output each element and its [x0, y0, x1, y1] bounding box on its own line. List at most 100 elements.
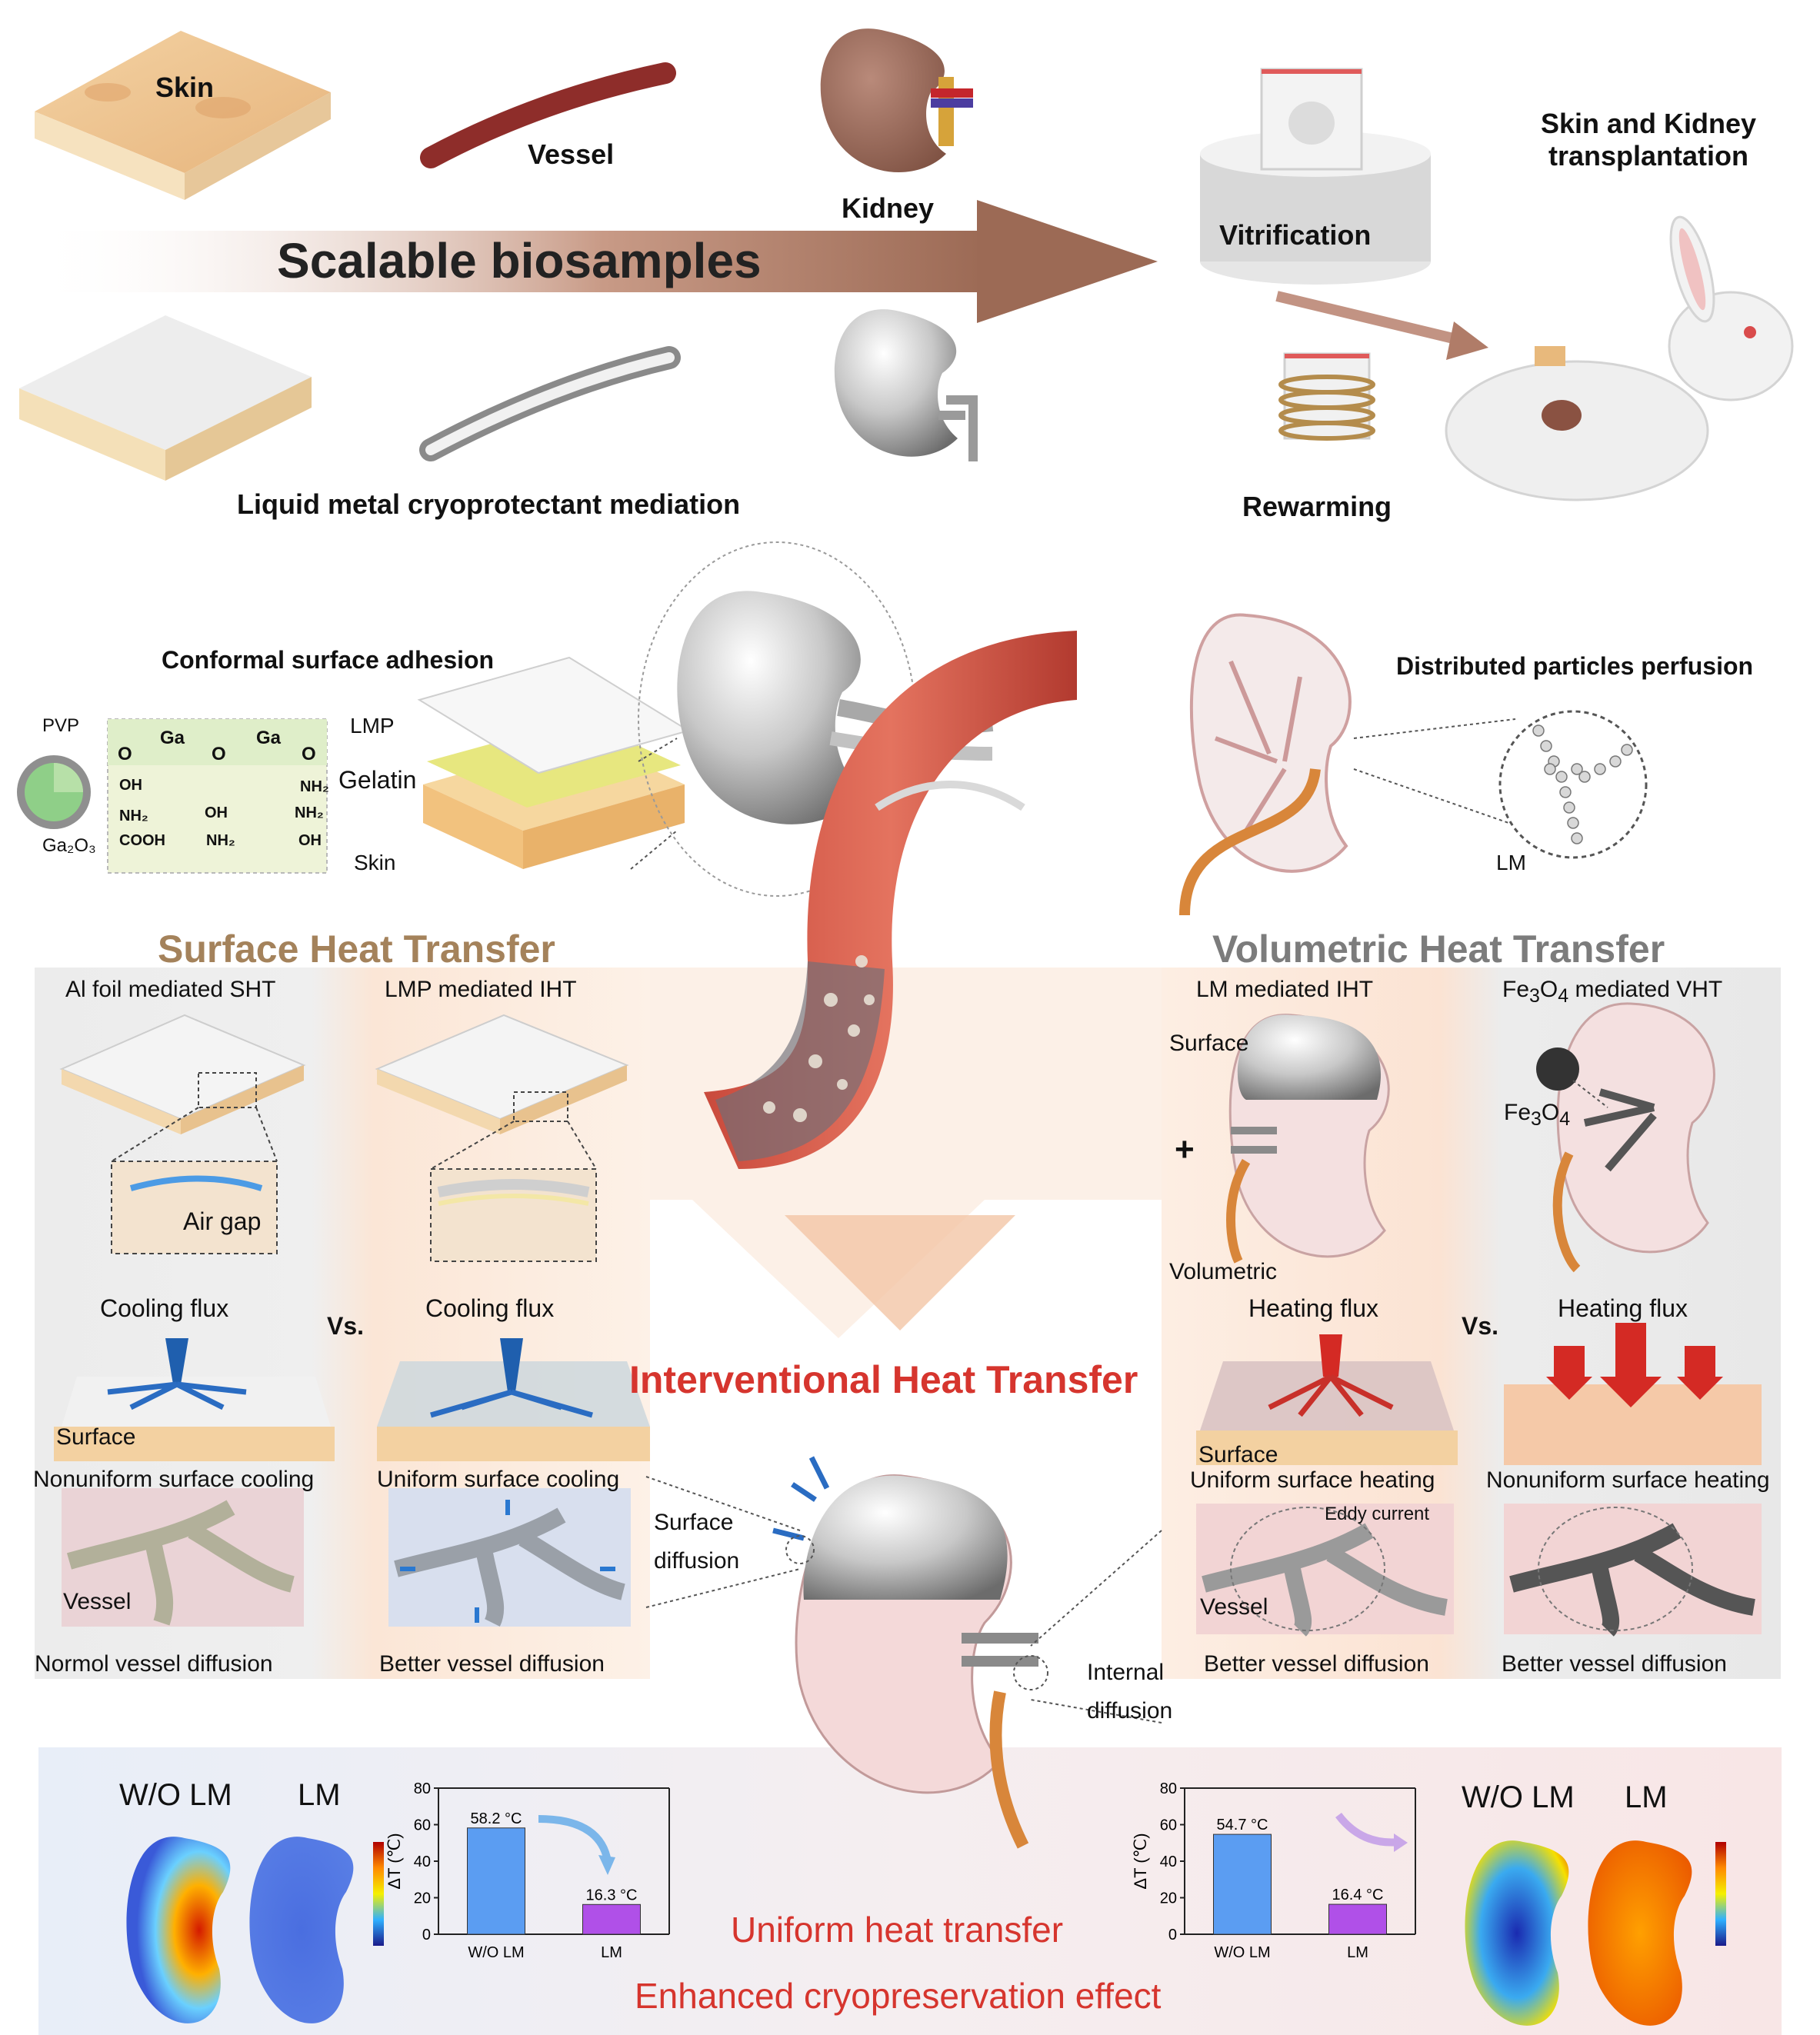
- sht-title: Surface Heat Transfer: [158, 928, 555, 971]
- heating-flux-label-1: Heating flux: [1248, 1294, 1378, 1322]
- o-label-1: O: [118, 744, 132, 764]
- silver-kidney-small-illustration: [834, 309, 958, 457]
- transplant-line-1: Skin and Kidney: [1540, 108, 1757, 139]
- y-tick-label: 0: [422, 1927, 431, 1943]
- colorbar-left: [373, 1842, 384, 1946]
- nh2-label-3: NH₂: [295, 804, 324, 821]
- ga-label-2: Ga: [256, 728, 282, 748]
- eddy-current-label: Eddy current: [1325, 1504, 1430, 1524]
- label-vessel: Vessel: [528, 138, 615, 170]
- vht-vessel-label: Vessel: [1200, 1594, 1268, 1620]
- lmp-block: [375, 1014, 629, 1262]
- vitrification-label: Vitrification: [1219, 219, 1372, 251]
- lm-label-left: LM: [298, 1778, 341, 1812]
- cooling-flux-label-2: Cooling flux: [425, 1294, 555, 1322]
- internal-diffusion-line-1: Internal: [1087, 1660, 1165, 1685]
- y-axis-label: ΔT (℃): [1131, 1833, 1150, 1889]
- category-label-1: LM: [1347, 1944, 1368, 1961]
- fe3o4-label: Fe3O4: [1504, 1100, 1570, 1131]
- category-label-1: LM: [601, 1944, 622, 1961]
- surface-diffusion-label: Surface diffusion: [654, 1504, 739, 1580]
- category-label-0: W/O LM: [1214, 1944, 1270, 1961]
- kidney-brown-illustration: [820, 28, 973, 172]
- vht-surface-label-2: Surface: [1198, 1442, 1278, 1467]
- perfused-kidney-illustration: [1179, 613, 1352, 916]
- better-vessel-panel-heat-1: [1196, 1504, 1454, 1637]
- rewarming-label: Rewarming: [1242, 491, 1392, 522]
- scalable-biosamples-title: Scalable biosamples: [277, 233, 762, 288]
- label-skin: Skin: [155, 72, 215, 103]
- al-foil-block: [59, 1014, 306, 1254]
- sub-3: 3: [1529, 985, 1540, 1007]
- lm-particle-zoom: [1498, 710, 1648, 859]
- cooling-flux-label-1: Cooling flux: [100, 1294, 229, 1322]
- vht-better-diffusion-label-1: Better vessel diffusion: [1204, 1651, 1429, 1677]
- thermal-kidney-lm-left: [249, 1837, 354, 2023]
- lm-zoom-label: LM: [1496, 851, 1526, 874]
- y-tick-label: 60: [1160, 1817, 1177, 1834]
- sht-vessel-label: Vessel: [63, 1589, 132, 1614]
- nh2-label-4: NH₂: [206, 832, 235, 849]
- uniform-heat-transfer-label: Uniform heat transfer: [731, 1910, 1064, 1950]
- oh-label-3: OH: [298, 832, 322, 849]
- label-kidney: Kidney: [842, 192, 935, 224]
- lm-mediation-label: Liquid metal cryoprotectant mediation: [237, 488, 741, 520]
- o-text: O: [1539, 977, 1558, 1002]
- data-label-0: 54.7 °C: [1217, 1817, 1268, 1833]
- interventional-heat-transfer-title: Interventional Heat Transfer: [629, 1358, 1138, 1401]
- o-label-3: O: [302, 744, 316, 764]
- rewarming-coil-illustration: [1278, 352, 1375, 441]
- o-label-2: O: [212, 744, 226, 764]
- pvp-ga2o3-particle: [17, 755, 91, 829]
- nonuniform-cooling-surface: [54, 1338, 335, 1461]
- plus-sign: +: [1175, 1131, 1195, 1168]
- y-tick-label: 0: [1168, 1927, 1177, 1943]
- enhanced-cryopreservation-label: Enhanced cryopreservation effect: [635, 1976, 1162, 2016]
- sht-vs-label: Vs.: [327, 1312, 365, 1340]
- y-tick-label: 80: [414, 1780, 431, 1797]
- cooh-label: COOH: [119, 832, 165, 849]
- central-vessel-illustration: [704, 631, 1077, 1169]
- nonuniform-cooling-label: Nonuniform surface cooling: [33, 1467, 315, 1492]
- vht-better-diffusion-label-2: Better vessel diffusion: [1502, 1651, 1727, 1677]
- y-tick-label: 80: [1160, 1780, 1177, 1797]
- fe-text-2: Fe: [1504, 1100, 1532, 1125]
- vht-surface-label: Surface: [1169, 1031, 1249, 1056]
- sub-4: 4: [1558, 985, 1569, 1007]
- surface-diffusion-line-1: Surface: [654, 1510, 734, 1535]
- wo-lm-label-right: W/O LM: [1462, 1780, 1575, 1814]
- y-tick-label: 40: [414, 1853, 431, 1870]
- y-tick-label: 20: [414, 1890, 431, 1907]
- lmp-gelatin-skin-block: [417, 656, 691, 869]
- silver-kidney-large-illustration: [677, 591, 862, 824]
- y-tick-label: 40: [1160, 1853, 1177, 1870]
- vessel-illustration: [420, 62, 676, 168]
- transplant-line-2: transplantation: [1548, 140, 1748, 172]
- nh2-label-1: NH₂: [300, 778, 329, 795]
- better-vessel-panel-cool: [388, 1488, 631, 1627]
- nonuniform-heating-label: Nonuniform surface heating: [1486, 1467, 1770, 1493]
- heating-flux-label-2: Heating flux: [1558, 1294, 1688, 1322]
- nonuniform-heating-surface: [1504, 1323, 1762, 1465]
- mediated-vht-text: mediated VHT: [1568, 977, 1723, 1002]
- oh-label-1: OH: [119, 777, 142, 794]
- thermal-kidney-wo-lm-left: [126, 1837, 231, 2023]
- transplant-label: Skin and Kidney transplantation: [1510, 108, 1787, 172]
- conformal-surface-label: Conformal surface adhesion: [162, 646, 495, 674]
- y-axis-label: ΔT (℃): [385, 1833, 404, 1889]
- y-tick-label: 60: [414, 1817, 431, 1834]
- data-label-0: 58.2 °C: [471, 1810, 522, 1827]
- silver-skin-block-illustration: [19, 315, 312, 481]
- vht-col2-title: Fe3O4 mediated VHT: [1502, 977, 1722, 1008]
- uniform-cooling-surface: [377, 1338, 650, 1461]
- normal-vessel-panel: [62, 1488, 304, 1627]
- sht-better-diffusion-label: Better vessel diffusion: [379, 1651, 605, 1677]
- lm-iht-kidney: [1226, 1014, 1390, 1264]
- bar-1: [1328, 1903, 1387, 1935]
- bar-1: [582, 1903, 641, 1935]
- ga-label-1: Ga: [160, 728, 185, 748]
- surface-diffusion-line-2: diffusion: [654, 1548, 740, 1574]
- thermal-kidney-wo-lm-right: [1465, 1840, 1569, 2026]
